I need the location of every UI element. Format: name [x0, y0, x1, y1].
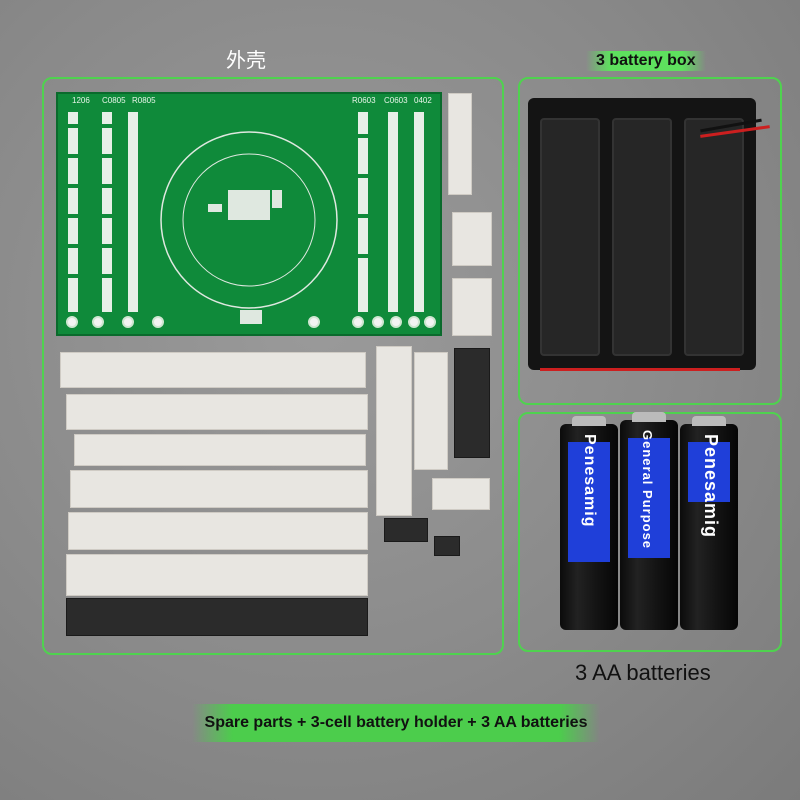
pcb-size-label: 0402 [414, 96, 432, 105]
component-tape [60, 352, 366, 388]
component-tape [68, 512, 368, 550]
component-tape [70, 470, 368, 508]
pcb-size-label: C0805 [102, 96, 126, 105]
component-strip [452, 278, 492, 336]
aa-battery: Penesamig [680, 416, 738, 630]
red-wire [540, 368, 740, 371]
pcb-size-label: C0603 [384, 96, 408, 105]
pcb-size-label: R0603 [352, 96, 376, 105]
battery-label-band [628, 438, 670, 558]
battery-box-frame [518, 77, 782, 405]
shell-label: 外壳 [226, 48, 266, 72]
component-tape [66, 394, 368, 430]
battery-holder [528, 98, 756, 370]
pcb-board: 1206 C0805 R0805 R0603 C0603 0402 [56, 92, 442, 336]
battery-label-band [568, 442, 610, 562]
component-tape-vertical [376, 346, 412, 516]
component-tape [74, 434, 366, 466]
kit-frame [42, 77, 504, 655]
battery-slot [540, 118, 600, 356]
contents-banner: Spare parts + 3-cell battery holder + 3 … [192, 704, 600, 742]
component-tape-black [66, 598, 368, 636]
ic-chip [434, 536, 460, 556]
component-strip [448, 93, 472, 195]
aa-battery: General Purpose [620, 412, 678, 630]
battery-cap [572, 416, 606, 426]
battery-slot [612, 118, 672, 356]
battery-slot [684, 118, 744, 356]
aa-battery: Penesamig [560, 416, 618, 630]
pcb-size-label: 1206 [72, 96, 90, 105]
battery-box-label: 3 battery box [586, 51, 706, 71]
component-tape [66, 554, 368, 596]
component-strip [452, 212, 492, 266]
battery-label-band [688, 442, 730, 502]
battery-brand: Penesamig [701, 434, 721, 539]
component-tape [432, 478, 490, 510]
battery-type: General Purpose [640, 430, 655, 550]
ic-chip [384, 518, 428, 542]
battery-cap [632, 412, 666, 422]
battery-brand: Penesamig [581, 434, 598, 528]
component-tape-vertical-black [454, 348, 490, 458]
batteries-label: 3 AA batteries [575, 660, 711, 685]
component-tape-vertical [414, 352, 448, 470]
pcb-traces [66, 112, 436, 328]
pcb-size-label: R0805 [132, 96, 156, 105]
battery-cap [692, 416, 726, 426]
